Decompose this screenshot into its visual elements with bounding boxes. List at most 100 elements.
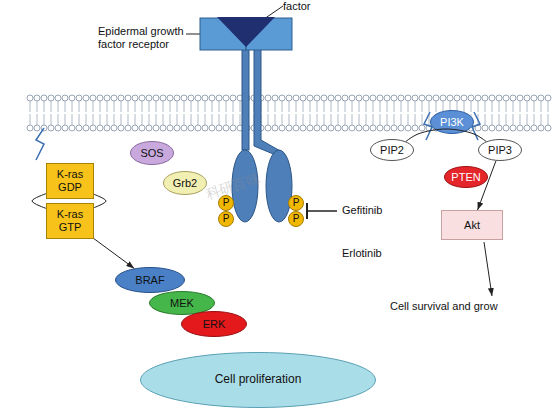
- lipid-head: [48, 125, 54, 131]
- ellipse-shape: [445, 167, 488, 188]
- lipid-tail: [212, 101, 213, 112]
- node-text: P: [293, 197, 300, 209]
- lipid-head: [510, 125, 516, 131]
- lipid-tail: [93, 101, 94, 112]
- lipid-tail: [534, 114, 535, 125]
- node-text: ERK: [203, 318, 226, 331]
- lipid-head: [405, 125, 411, 131]
- lipid-tail: [506, 114, 507, 125]
- lipid-head: [139, 125, 145, 131]
- lipid-tail: [72, 114, 73, 125]
- lipid-head: [349, 125, 355, 131]
- lipid-head: [300, 95, 306, 101]
- lipid-tail: [366, 114, 367, 125]
- lipid-tail: [177, 101, 178, 112]
- lipid-head: [125, 95, 131, 101]
- lipid-tail: [541, 114, 542, 125]
- lipid-tail: [226, 114, 227, 125]
- lipid-head: [167, 125, 173, 131]
- lipid-tail: [387, 101, 388, 112]
- lipid-tail: [345, 114, 346, 125]
- lipid-head: [349, 95, 355, 101]
- inhibition-bar: [306, 203, 308, 219]
- lipid-tail: [408, 114, 409, 125]
- lipid-tail: [275, 114, 276, 125]
- lipid-tail: [177, 114, 178, 125]
- lipid-tail: [205, 114, 206, 125]
- lipid-tail: [464, 101, 465, 112]
- lipid-head: [195, 95, 201, 101]
- lipid-tail: [226, 101, 227, 112]
- lipid-head: [62, 95, 68, 101]
- lipid-head: [307, 125, 313, 131]
- lipid-tail: [58, 101, 59, 112]
- annotation: Gefitinib: [342, 204, 382, 217]
- lipid-tail: [478, 101, 479, 112]
- lipid-tail: [86, 114, 87, 125]
- lipid-tail: [296, 114, 297, 125]
- lipid-head: [216, 95, 222, 101]
- lipid-tail: [471, 101, 472, 112]
- lipid-tail: [240, 114, 241, 125]
- lipid-head: [69, 95, 75, 101]
- lipid-head: [153, 125, 159, 131]
- lipid-head: [202, 125, 208, 131]
- protein-ellipse: MEK: [149, 291, 215, 315]
- node-text: PTEN: [451, 171, 480, 184]
- ellipse-shape: [431, 111, 474, 134]
- lipid-tail: [548, 101, 549, 112]
- lipid-tail: [506, 101, 507, 112]
- lipid-tail: [107, 114, 108, 125]
- lipid-head: [314, 95, 320, 101]
- node-text: Akt: [464, 219, 480, 232]
- lipid-tail: [338, 114, 339, 125]
- lipid-head: [111, 125, 117, 131]
- lipid-head: [496, 125, 502, 131]
- inhibition-line: [307, 210, 337, 212]
- node-text: PI3K: [440, 116, 464, 129]
- lipid-tail: [205, 101, 206, 112]
- lipid-tail: [212, 114, 213, 125]
- lipid-head: [475, 95, 481, 101]
- lipid-head: [69, 125, 75, 131]
- lipid-tail: [65, 101, 66, 112]
- lipid-tail: [429, 101, 430, 112]
- lipid-head: [41, 95, 47, 101]
- lipid-head: [328, 125, 334, 131]
- connector: [478, 161, 496, 210]
- lipid-tail: [422, 101, 423, 112]
- lipid-head: [146, 125, 152, 131]
- lipid-head: [356, 95, 362, 101]
- lipid-head: [230, 125, 236, 131]
- lipid-tail: [513, 101, 514, 112]
- lipid-head: [426, 95, 432, 101]
- lipid-head: [286, 125, 292, 131]
- lipid-tail: [114, 114, 115, 125]
- lipid-tail: [359, 101, 360, 112]
- connector: [32, 194, 46, 209]
- lipid-head: [90, 95, 96, 101]
- lipid-tail: [51, 114, 52, 125]
- lipid-tail: [100, 101, 101, 112]
- ligand: [217, 17, 275, 47]
- lipid-head: [496, 95, 502, 101]
- lipid-tail: [44, 101, 45, 112]
- annotation: Cell survival and grow: [390, 300, 498, 313]
- lipid-tail: [485, 114, 486, 125]
- lipid-head: [314, 125, 320, 131]
- lipid-head: [279, 125, 285, 131]
- lipid-head: [370, 125, 376, 131]
- node-text: PIP2: [380, 144, 404, 157]
- lipid-head: [391, 95, 397, 101]
- lipid-head: [279, 95, 285, 101]
- lipid-tail: [520, 101, 521, 112]
- lipid-head: [503, 125, 509, 131]
- lipid-head: [125, 125, 131, 131]
- lipid-tail: [373, 114, 374, 125]
- lipid-head: [412, 95, 418, 101]
- lipid-tail: [296, 101, 297, 112]
- lipid-tail: [184, 114, 185, 125]
- lipid-tail: [79, 101, 80, 112]
- lipid-head: [272, 95, 278, 101]
- lipid-tail: [163, 101, 164, 112]
